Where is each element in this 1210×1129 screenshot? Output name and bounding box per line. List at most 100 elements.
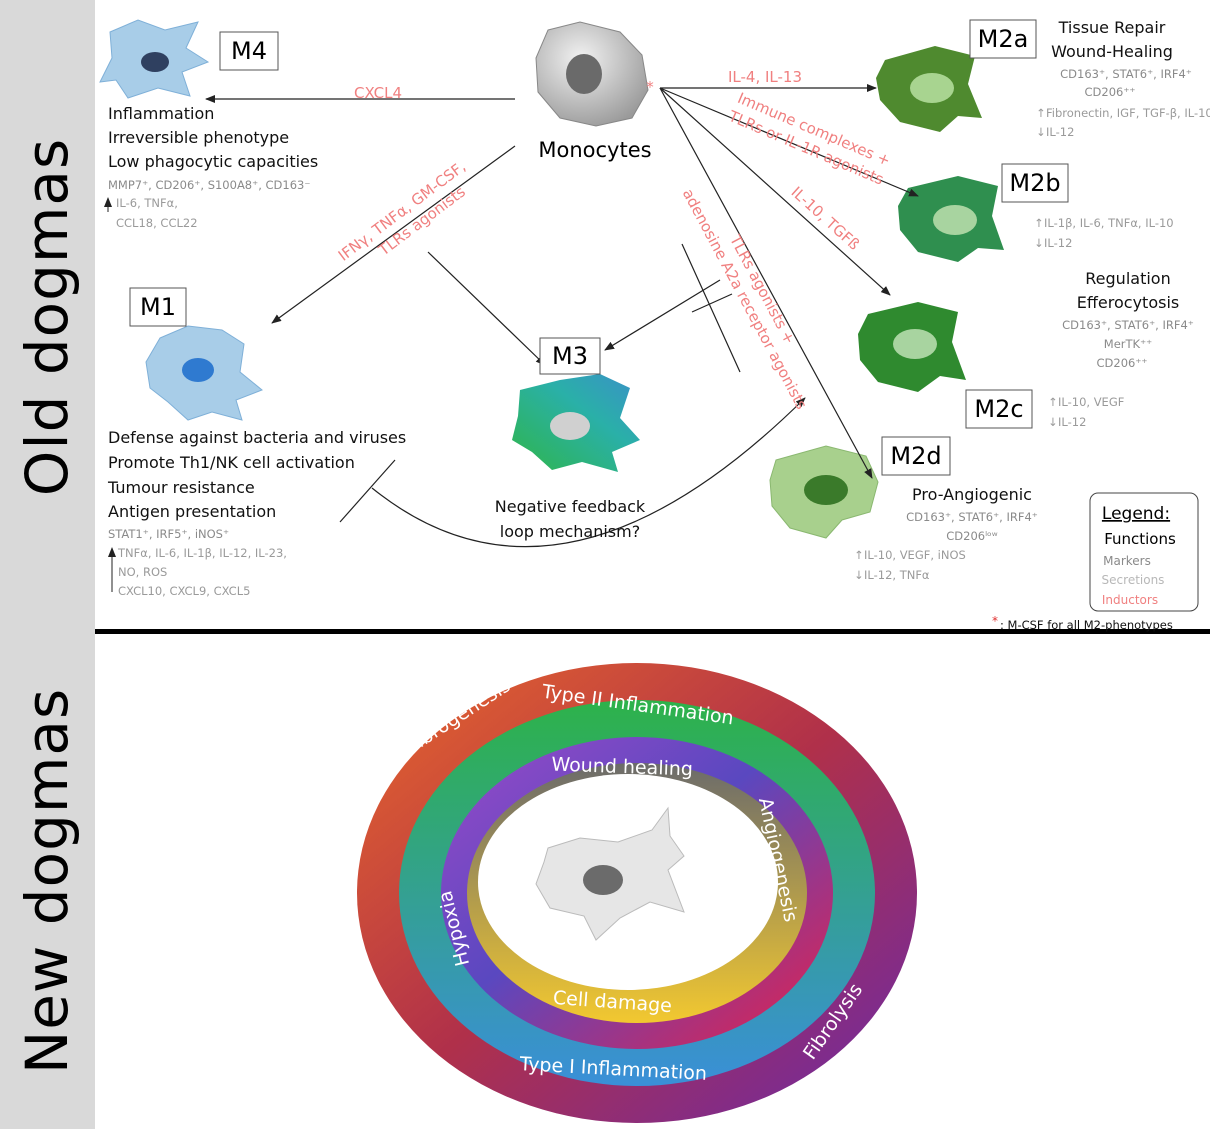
- inhibition-bar-right: [691, 293, 733, 313]
- legend: Legend: Functions Markers Secretions Ind…: [992, 492, 1199, 632]
- m4-box: [219, 31, 279, 71]
- m2c-function: Regulation: [1085, 269, 1170, 288]
- monocytes-asterisk: *: [646, 78, 654, 96]
- m2c-up: IL-10, VEGF: [1058, 395, 1124, 409]
- m4-function: Irreversible phenotype: [108, 128, 289, 147]
- m2d-text: Pro-Angiogenic CD163⁺, STAT6⁺, IRF4⁺ CD2…: [854, 485, 1038, 582]
- center-cell: [535, 806, 685, 941]
- phenotype-boxes: M4 M1 M3 M2a M2b M2c M2d: [129, 19, 1069, 476]
- legend-title: Legend:: [1102, 504, 1170, 524]
- m2d-title: M2d: [890, 442, 941, 470]
- m2b-text: ↑ IL-1β, IL-6, TNFα, IL-10 ↓ IL-12: [1034, 216, 1174, 250]
- arrow-to-m3: [427, 251, 546, 366]
- m3-cell: [512, 374, 640, 472]
- down-arrow-icon: ↓: [1034, 236, 1044, 250]
- m2a-cell: [876, 46, 982, 132]
- m4-function: Low phagocytic capacities: [108, 152, 318, 171]
- down-arrow-icon: ↓: [1048, 415, 1058, 429]
- m3-box: [539, 337, 601, 375]
- arrow-right-to-m3: [604, 279, 721, 351]
- legend-footnote-star: *: [992, 614, 998, 628]
- m4-cell: [99, 19, 210, 99]
- legend-markers: Markers: [1103, 554, 1151, 568]
- m1-text: Defense against bacteria and viruses Pro…: [107, 428, 406, 598]
- m2a-box: [969, 19, 1037, 59]
- m1-function: Antigen presentation: [108, 502, 276, 521]
- m2b-down: IL-12: [1044, 236, 1072, 250]
- m2a-markers: CD206⁺⁺: [1085, 85, 1136, 99]
- m2d-up: IL-10, VEGF, iNOS: [864, 548, 966, 562]
- m2a-function: Tissue Repair: [1058, 18, 1166, 37]
- m2a-up: Fibronectin, IGF, TGF-β, IL-10: [1046, 106, 1210, 120]
- monocytes-label: Monocytes: [538, 138, 651, 162]
- m2a-text: Tissue Repair Wound-Healing CD163⁺, STAT…: [1036, 18, 1210, 139]
- m4-secretion: CCL18, CCL22: [116, 216, 198, 230]
- m2b-up: IL-1β, IL-6, TNFα, IL-10: [1044, 216, 1174, 230]
- m2d-function: Pro-Angiogenic: [912, 485, 1032, 504]
- legend-secretions: Secretions: [1102, 573, 1165, 587]
- m1-markers: STAT1⁺, IRF5⁺, iNOS⁺: [108, 527, 229, 541]
- m2c-text: Regulation Efferocytosis CD163⁺, STAT6⁺,…: [1048, 269, 1194, 429]
- inhibition-line-right: [681, 243, 741, 373]
- inductor-m2a: IL-4, IL-13: [728, 68, 802, 86]
- m1-function: Defense against bacteria and viruses: [108, 428, 406, 447]
- m2d-markers: CD163⁺, STAT6⁺, IRF4⁺: [906, 510, 1038, 524]
- m2b-box: [1001, 163, 1069, 203]
- up-arrow-icon: ↑: [854, 548, 864, 562]
- m2c-title: M2c: [974, 395, 1023, 423]
- down-arrow-icon: ↓: [1036, 125, 1046, 139]
- m2c-markers: CD206⁺⁺: [1097, 356, 1148, 370]
- arrow-mono-m1: [271, 145, 516, 324]
- legend-inductors: Inductors: [1102, 593, 1158, 607]
- m1-secretion: CXCL10, CXCL9, CXCL5: [118, 584, 250, 598]
- inductor-m2d-line: adenosine A2a receptor agonists: [679, 186, 811, 413]
- m2c-function: Efferocytosis: [1077, 293, 1179, 312]
- m2d-markers: CD206ˡᵒʷ: [946, 529, 998, 543]
- m2c-markers: CD163⁺, STAT6⁺, IRF4⁺: [1062, 318, 1194, 332]
- section-divider: [95, 629, 1210, 634]
- inductor-m2c: IL-10, TGFß: [788, 183, 864, 254]
- m2b-cell: [898, 176, 1004, 262]
- m2c-cell: [858, 302, 966, 392]
- m3-function: Negative feedback: [495, 497, 646, 516]
- m4-text: Inflammation Irreversible phenotype Low …: [104, 104, 318, 230]
- ring-label-wound-healing: Wound healing: [551, 754, 693, 781]
- m2c-down: IL-12: [1058, 415, 1086, 429]
- down-arrow-icon: ↓: [854, 568, 864, 582]
- up-arrow-icon: ↑: [1036, 106, 1046, 120]
- arrow-mono-m2c: [659, 87, 891, 296]
- arrow-mono-m2d: [659, 87, 873, 479]
- inhibition-bar-left: [339, 459, 396, 523]
- m1-secretion: TNFα, IL-6, IL-1β, IL-12, IL-23,: [117, 546, 287, 560]
- m3-title: M3: [552, 342, 588, 370]
- m2c-markers: MerTK⁺⁺: [1104, 337, 1152, 351]
- m1-function: Promote Th1/NK cell activation: [108, 453, 355, 472]
- m2b-title: M2b: [1009, 169, 1060, 197]
- m1-title: M1: [140, 293, 176, 321]
- legend-box: [1089, 492, 1199, 612]
- m2c-box: [965, 389, 1033, 429]
- m4-secretion: IL-6, TNFα,: [116, 196, 178, 210]
- m2a-down: IL-12: [1046, 125, 1074, 139]
- monocyte-cell: [535, 21, 649, 127]
- m1-secretion: NO, ROS: [118, 565, 167, 579]
- m2d-box: [881, 436, 951, 476]
- m2d-down: IL-12, TNFα: [864, 568, 930, 582]
- concentric-rings: Fibrogenesis Fibrolysis Type II Inflamma…: [357, 663, 917, 1123]
- inductor-cxcl4: CXCL4: [354, 84, 402, 102]
- m4-function: Inflammation: [108, 104, 214, 123]
- m2a-function: Wound-Healing: [1051, 42, 1173, 61]
- m1-function: Tumour resistance: [107, 478, 255, 497]
- m2d-cell: [769, 445, 879, 539]
- arrows: [205, 84, 919, 548]
- arrow-mono-m2b: [659, 87, 919, 197]
- m4-markers: MMP7⁺, CD206⁺, S100A8⁺, CD163⁻: [108, 178, 310, 192]
- m1-cell: [145, 325, 263, 421]
- up-arrow-icon: ↑: [1048, 395, 1058, 409]
- m3-function: loop mechanism?: [500, 522, 640, 541]
- new-dogmas-band: New dogmas: [0, 633, 95, 1129]
- arrow-m1-to-m2: [371, 397, 806, 548]
- up-arrow-icon: ↑: [1034, 216, 1044, 230]
- m4-title: M4: [231, 37, 267, 65]
